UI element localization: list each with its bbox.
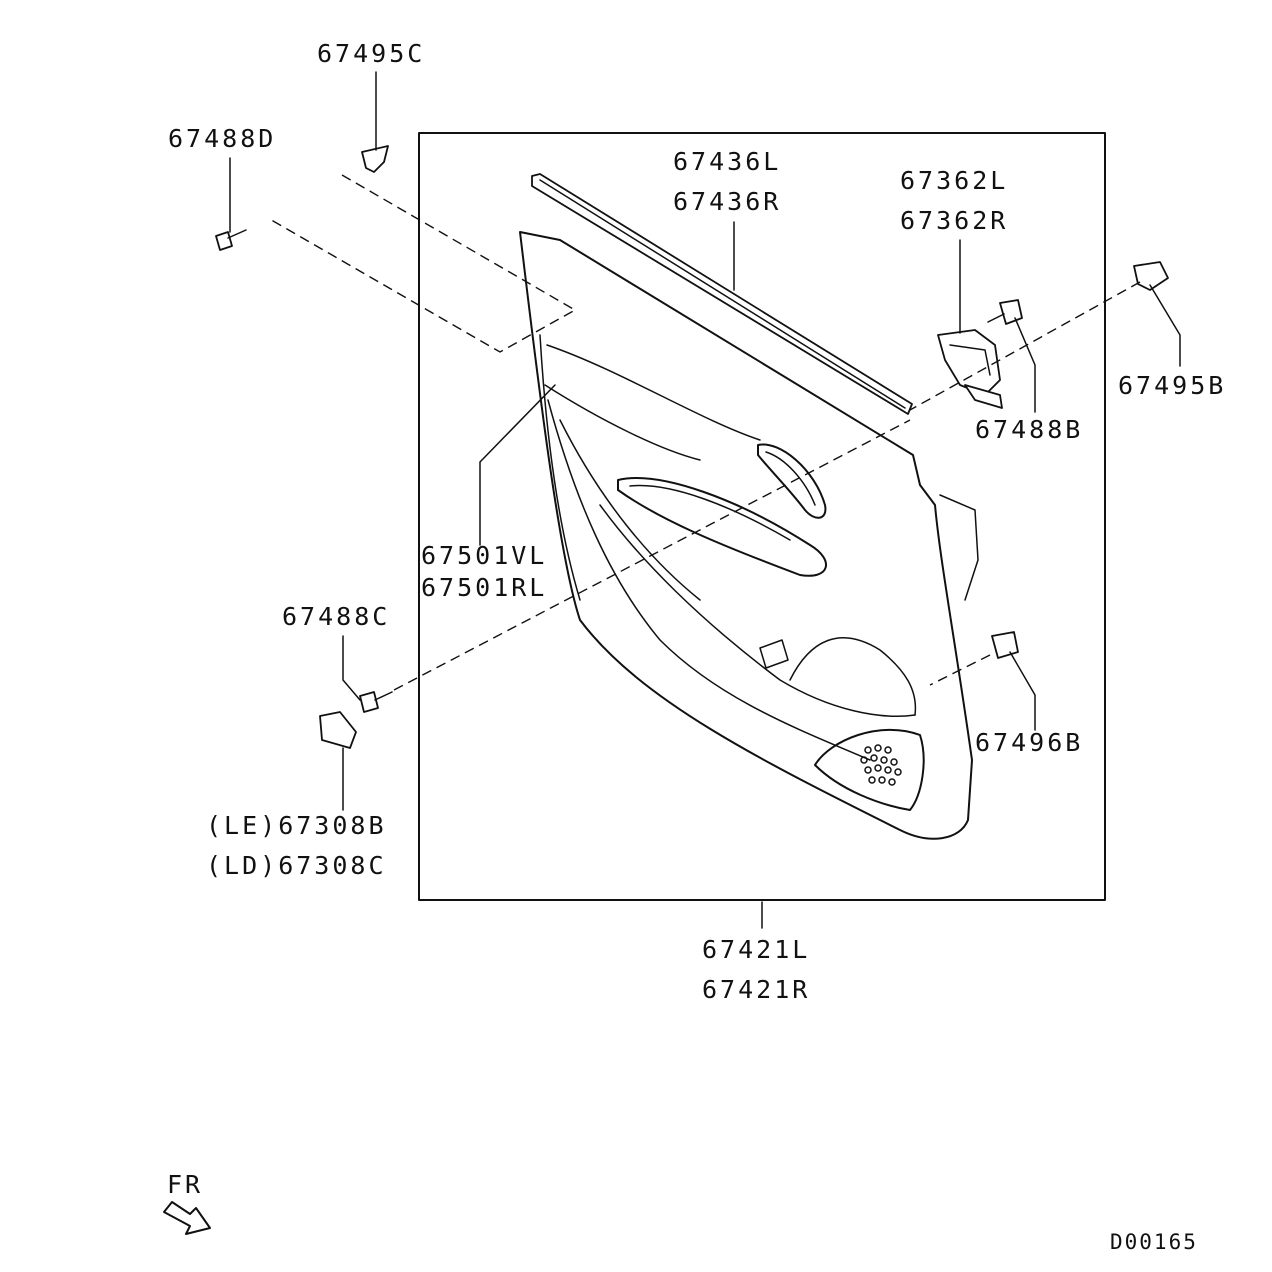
inner-handle-part bbox=[937, 329, 1003, 409]
label-67501vl: 67501VL bbox=[421, 541, 547, 570]
label-67436r: 67436R bbox=[673, 187, 781, 216]
installation-guide-lines bbox=[267, 174, 1141, 691]
label-67488b: 67488B bbox=[975, 415, 1083, 444]
door-trim-panel bbox=[519, 231, 979, 840]
label-67308c: (LD)67308C bbox=[206, 851, 387, 880]
forward-arrow-icon bbox=[163, 1201, 211, 1235]
screw-67488b-icon bbox=[987, 299, 1023, 325]
label-67488d: 67488D bbox=[168, 124, 276, 153]
label-67421r: 67421R bbox=[702, 975, 810, 1004]
label-67495c: 67495C bbox=[317, 39, 425, 68]
screw-67488d-icon bbox=[215, 229, 247, 251]
label-67362l: 67362L bbox=[900, 166, 1008, 195]
cover-67308-icon bbox=[319, 711, 357, 749]
weatherstrip-part bbox=[531, 173, 913, 415]
label-67488c: 67488C bbox=[282, 602, 390, 631]
screw-67488c-icon bbox=[359, 691, 393, 713]
label-67421l: 67421L bbox=[702, 935, 810, 964]
leader-lines bbox=[229, 71, 1181, 929]
clip-67495b-icon bbox=[1133, 261, 1169, 291]
label-67501rl: 67501RL bbox=[421, 573, 547, 602]
speaker-grille-icon bbox=[860, 744, 902, 786]
clip-67496b-icon bbox=[991, 631, 1019, 659]
label-67496b: 67496B bbox=[975, 728, 1083, 757]
label-67495b: 67495B bbox=[1118, 371, 1226, 400]
diagram-code: D00165 bbox=[1110, 1230, 1198, 1254]
label-67308b: (LE)67308B bbox=[206, 811, 387, 840]
label-67436l: 67436L bbox=[673, 147, 781, 176]
assembly-frame bbox=[418, 132, 1106, 901]
label-67362r: 67362R bbox=[900, 206, 1008, 235]
clip-67495c-icon bbox=[361, 145, 389, 173]
label-fr: FR bbox=[167, 1170, 203, 1199]
